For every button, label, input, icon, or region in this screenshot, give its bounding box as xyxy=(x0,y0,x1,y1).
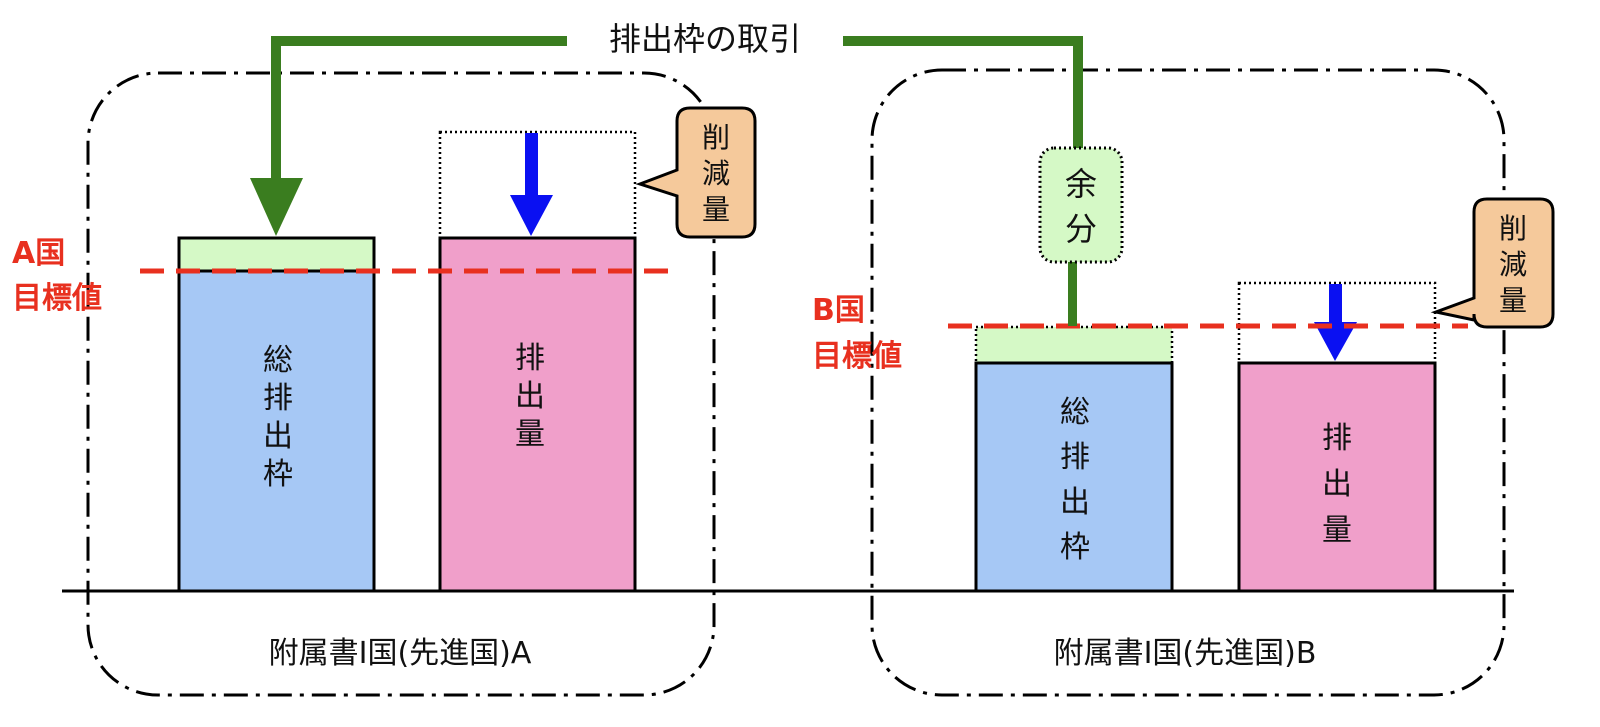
country-b-label: 附属書Ⅰ国(先進国)B xyxy=(1054,636,1317,671)
country-a-target-label-2: 目標値 xyxy=(12,281,102,316)
country-a-emission-char-1: 排 xyxy=(515,341,545,376)
country-b-callout-char-1: 削 xyxy=(1499,212,1527,245)
country-a-cap-char-3: 出 xyxy=(263,419,293,454)
country-a-received-allowance xyxy=(177,236,376,273)
surplus-char-1: 余 xyxy=(1065,165,1097,203)
country-b-callout-char-2: 減 xyxy=(1499,248,1527,281)
country-a-cap-char-1: 総 xyxy=(263,343,293,378)
country-b-emission-char-1: 排 xyxy=(1322,421,1352,456)
country-a-cap-char-4: 枠 xyxy=(263,457,293,492)
country-a-cap-bar xyxy=(177,269,376,593)
country-b-cap-char-4: 枠 xyxy=(1060,530,1090,565)
country-b-cap-char-2: 排 xyxy=(1060,440,1090,475)
country-b-cap-char-3: 出 xyxy=(1060,485,1090,520)
country-b-reduction-arrow xyxy=(1314,284,1357,361)
country-a-emission-char-3: 量 xyxy=(515,417,545,452)
country-a-label: 附属書Ⅰ国(先進国)A xyxy=(269,636,532,671)
country-a-callout xyxy=(635,106,757,239)
trade-connector xyxy=(250,36,1083,326)
country-b-emission-char-3: 量 xyxy=(1322,513,1352,548)
country-b-surplus-segment xyxy=(974,325,1174,365)
trade-title: 排出枠の取引 xyxy=(609,20,801,58)
country-a-emission-char-2: 出 xyxy=(515,379,545,414)
country-a-cap-char-2: 排 xyxy=(263,381,293,416)
country-b-reduction-box xyxy=(1237,281,1437,365)
country-b-emission-bar xyxy=(1237,361,1437,593)
country-b-callout xyxy=(1430,197,1555,329)
country-b-cap-char-1: 総 xyxy=(1060,395,1090,430)
country-b-emission-char-2: 出 xyxy=(1322,467,1352,502)
country-a-reduction-arrow xyxy=(510,133,553,236)
country-a-callout-char-1: 削 xyxy=(702,121,730,154)
country-a-group xyxy=(86,71,716,697)
country-a-target-label-1: A国 xyxy=(12,236,65,271)
country-a-callout-char-2: 減 xyxy=(702,157,730,190)
country-b-target-label-2: 目標値 xyxy=(812,339,902,374)
country-b-cap-bar xyxy=(974,361,1174,593)
surplus-tag xyxy=(1038,146,1124,264)
country-b-callout-char-3: 量 xyxy=(1499,284,1527,317)
country-a-callout-char-3: 量 xyxy=(702,193,730,226)
country-b-target-label-1: B国 xyxy=(812,293,865,328)
country-a-emission-bar xyxy=(438,236,637,593)
surplus-char-2: 分 xyxy=(1065,210,1097,248)
country-b-group xyxy=(870,68,1506,697)
